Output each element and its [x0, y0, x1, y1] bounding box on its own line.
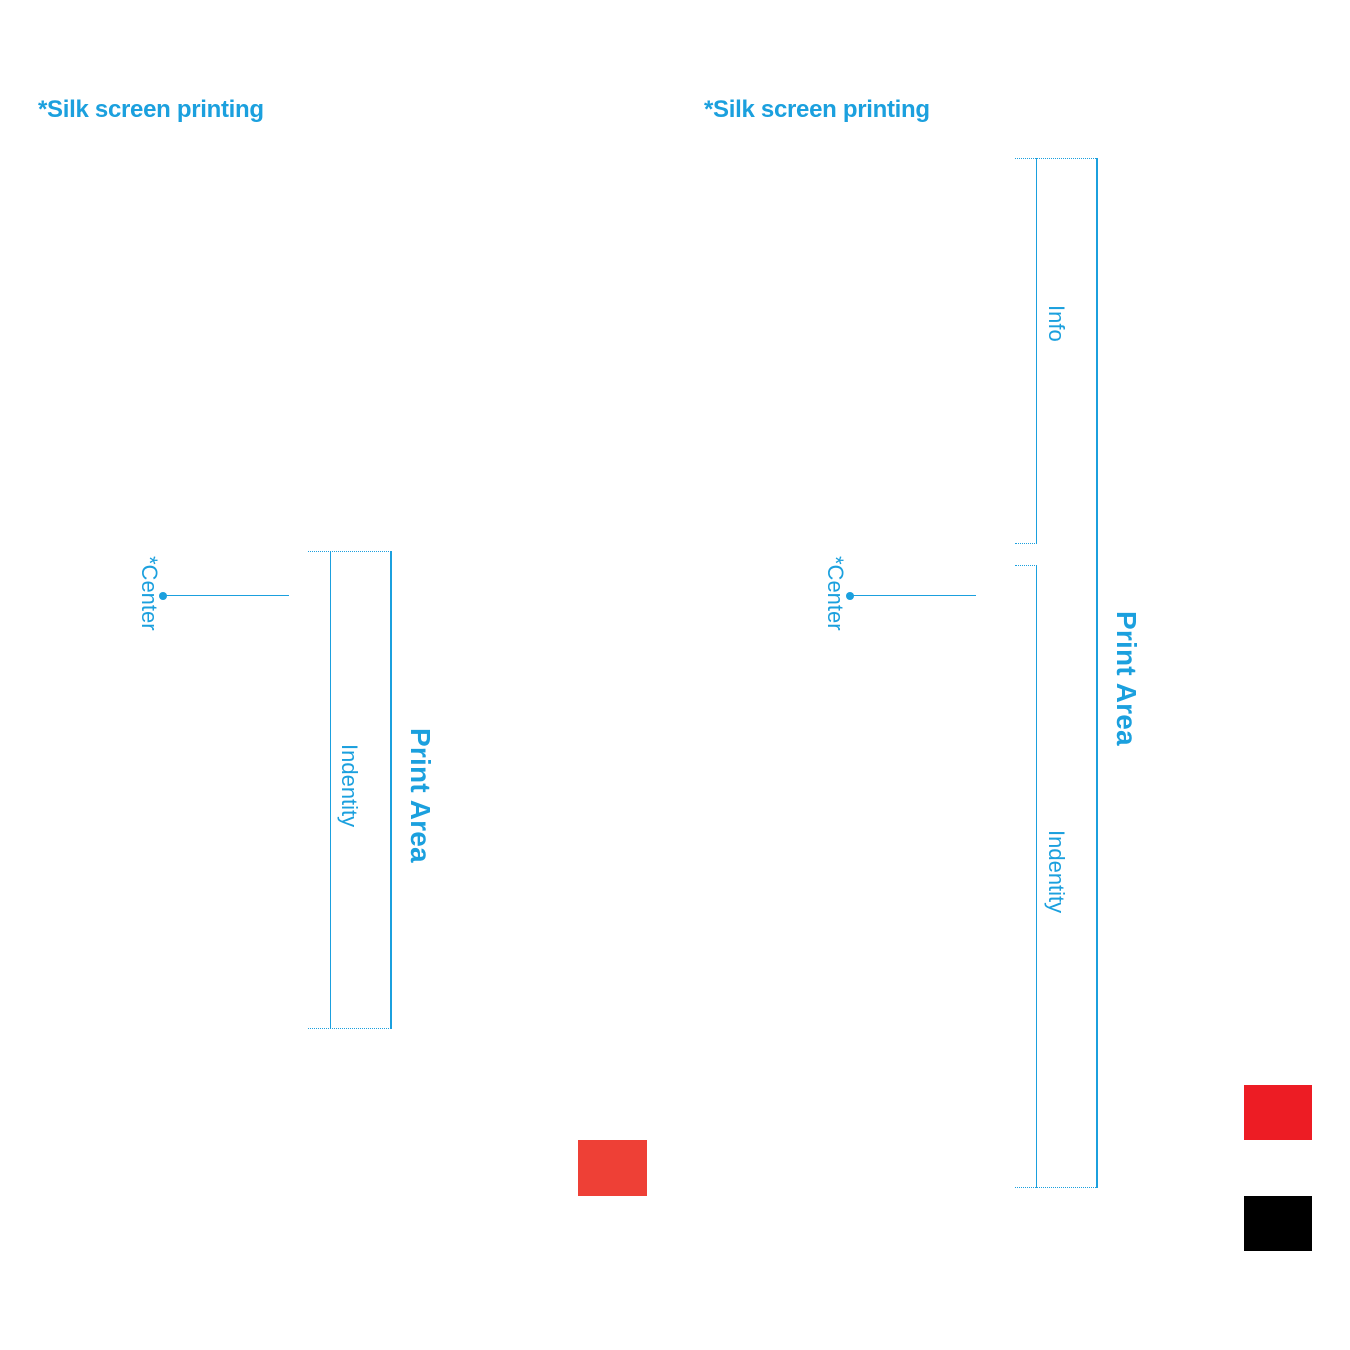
print-area-bottom-extension	[308, 1028, 391, 1029]
info-bottom-extension	[1015, 543, 1037, 544]
print-area-dimension-line	[1096, 158, 1098, 1188]
print-area-dimension-line	[390, 551, 392, 1029]
panel-title: *Silk screen printing	[704, 96, 930, 123]
zone-label-info: Info	[1044, 305, 1069, 342]
center-leader-line	[163, 595, 289, 596]
color-swatch	[1244, 1085, 1312, 1140]
print-area-top-extension	[308, 551, 391, 552]
center-dot	[846, 592, 854, 600]
print-area-label: Print Area	[1111, 611, 1142, 746]
indentity-top-extension	[1015, 565, 1037, 566]
color-swatch	[578, 1140, 647, 1196]
indentity-dimension-line	[330, 551, 331, 1029]
panel-title: *Silk screen printing	[38, 96, 264, 123]
center-label: *Center	[137, 556, 162, 631]
color-swatch	[1244, 1196, 1312, 1251]
print-area-label: Print Area	[405, 728, 436, 863]
print-area-top-extension	[1015, 158, 1098, 159]
print-area-bottom-extension	[1015, 1187, 1098, 1188]
zone-label-indentity: Indentity	[337, 744, 362, 828]
zone-label-indentity: Indentity	[1044, 830, 1069, 914]
center-leader-line	[850, 595, 976, 596]
center-dot	[159, 592, 167, 600]
info-dimension-line	[1036, 158, 1037, 544]
indentity-dimension-line	[1036, 565, 1037, 1188]
center-label: *Center	[823, 556, 848, 631]
